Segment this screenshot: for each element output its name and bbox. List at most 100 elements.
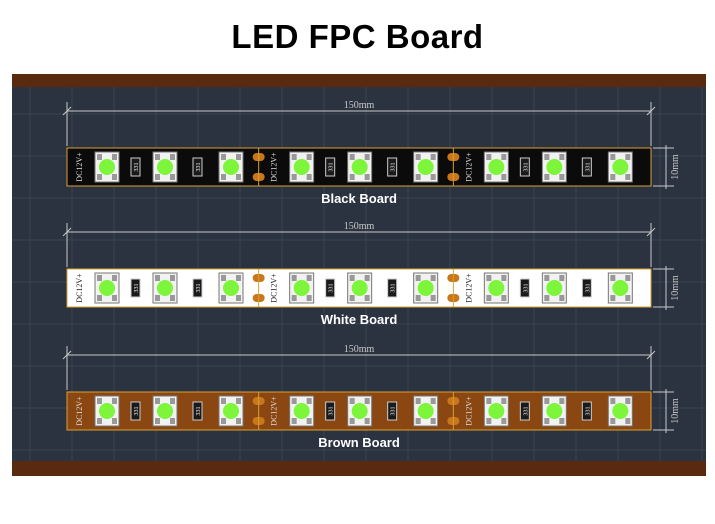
segment-voltage-label: DC12V+ [464,152,473,182]
led-pin [155,398,160,404]
led-chip [218,395,244,427]
led-pin [610,275,616,281]
resistor-body [130,278,141,298]
segment-voltage-label: DC12V+ [270,152,279,182]
led-chip [152,151,178,183]
resistor-body [325,401,336,421]
segment-voltage-label: DC12V+ [75,396,84,426]
resistor-body [519,401,530,421]
length-label: 150mm [344,221,375,232]
led-emitter [546,280,563,296]
cut-pads [447,269,460,307]
led-emitter [612,159,629,175]
dimension-tick-right [646,106,656,116]
resistor-body [325,278,336,298]
led-chip [541,151,567,183]
led-emitter [612,280,629,296]
led-pin [559,174,565,180]
led-pin [236,275,241,281]
led-chip [541,272,567,304]
led-emitter [488,403,505,419]
led-pin [544,275,550,281]
led-pin [625,154,631,160]
resistor: 331 [192,401,203,421]
led-pin [559,295,565,301]
led-pin [544,418,550,424]
segment-voltage-label: DC12V+ [75,152,84,182]
led-pin [610,174,616,180]
resistor-value: 331 [585,284,591,293]
led-pin [559,154,565,160]
resistor-value: 331 [329,407,335,416]
length-dimension [62,102,656,146]
resistor-value: 331 [523,163,529,172]
resistor-body [519,157,530,177]
resistor: 331 [192,278,203,298]
led-pin [170,154,175,160]
led-pin [349,418,355,424]
led-pin [415,154,421,160]
led-pin [221,174,226,180]
dimension-tick-right [646,350,656,360]
led-pin [349,295,355,301]
led-pin [430,398,436,404]
led-chip [541,395,567,427]
led-pin [306,154,312,160]
resistor-value: 331 [196,284,202,293]
led-pin [291,154,297,160]
led-chip [413,272,439,304]
segment-voltage-label: DC12V+ [464,273,473,303]
led-chip [152,272,178,304]
cut-pads [447,392,460,430]
led-emitter [293,403,310,419]
led-pin [97,295,102,301]
page-title: LED FPC Board [231,18,484,55]
resistor: 331 [325,278,336,298]
led-pin [544,174,550,180]
resistor-body [581,401,592,421]
led-pin [501,154,507,160]
cut-pads [252,392,265,430]
led-pin [170,418,175,424]
resistor-value: 331 [391,407,397,416]
led-pin [236,418,241,424]
led-pin [170,398,175,404]
length-label: 150mm [344,344,375,355]
led-pin [364,275,370,281]
bottom-frame-bar [12,461,706,476]
resistor-value: 331 [585,163,591,172]
led-chip [607,272,633,304]
led-pin [291,418,297,424]
resistor: 331 [387,278,398,298]
led-pin [97,418,102,424]
resistor: 331 [387,157,398,177]
led-pin [155,418,160,424]
led-pin [291,174,297,180]
led-emitter [417,280,434,296]
led-pin [349,398,355,404]
led-chip [607,395,633,427]
led-pin [97,275,102,281]
led-pin [291,275,297,281]
resistor-body [581,157,592,177]
led-pin [486,295,492,301]
led-emitter [351,403,368,419]
led-pin [364,418,370,424]
resistor-value: 331 [134,407,140,416]
resistor: 331 [130,278,141,298]
led-pin [415,295,421,301]
led-pin [170,295,175,301]
top-frame-bar [12,74,706,87]
led-emitter [351,159,368,175]
led-emitter [488,159,505,175]
led-pin [236,398,241,404]
led-pin [306,275,312,281]
led-pin [155,154,160,160]
resistor-value: 331 [523,407,529,416]
led-pin [306,418,312,424]
